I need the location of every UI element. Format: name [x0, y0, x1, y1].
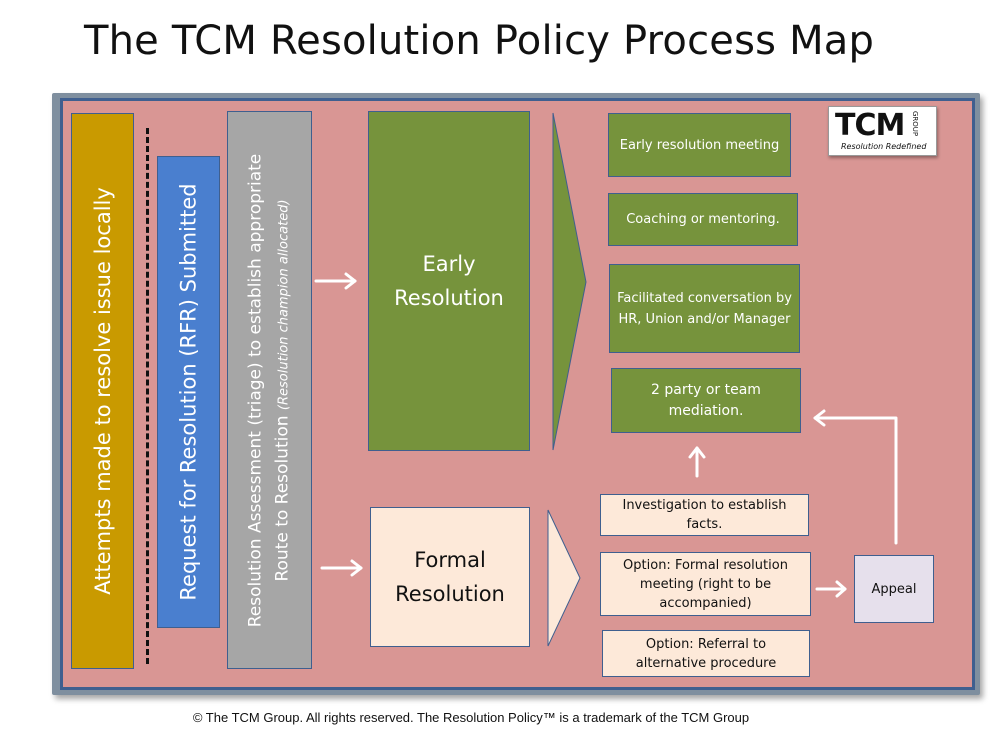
formal-resolution-label: Formal Resolution — [395, 548, 505, 606]
arrow-to-formal-head — [350, 559, 363, 577]
dashed-divider — [146, 128, 149, 664]
early-option-mediation: 2 party or team mediation. — [611, 368, 801, 433]
formal-option-investigation: Investigation to establish facts. — [600, 494, 809, 536]
resolution-assessment-column: Resolution Assessment (triage) to establ… — [227, 111, 312, 669]
logo-tagline: Resolution Redefined — [841, 142, 927, 151]
logo-mark: TCM — [835, 108, 905, 143]
appeal-box: Appeal — [854, 555, 934, 623]
early-option-facilitated-conversation: Facilitated conversation by HR, Union an… — [609, 264, 800, 353]
formal-chevron — [547, 509, 581, 647]
early-resolution-label: Early Resolution — [394, 252, 504, 310]
formal-option-resolution-meeting: Option: Formal resolution meeting (right… — [600, 552, 811, 616]
early-resolution-box: Early Resolution — [368, 111, 530, 451]
early-option-coaching: Coaching or mentoring. — [608, 193, 798, 246]
copyright-footer: © The TCM Group. All rights reserved. Th… — [192, 710, 750, 725]
local-attempts-column: Attempts made to resolve issue locally — [71, 113, 134, 669]
arrow-appeal-head — [813, 409, 826, 427]
formal-option-referral: Option: Referral to alternative procedur… — [602, 630, 810, 677]
arrow-to-appeal-head — [835, 580, 847, 598]
early-option-meeting: Early resolution meeting — [608, 113, 791, 177]
formal-resolution-box: Formal Resolution — [370, 507, 530, 647]
arrow-investigation-head — [688, 446, 706, 459]
tcm-logo: TCM GROUP Resolution Redefined — [828, 106, 937, 156]
arrow-appeal-to-mediation — [813, 416, 898, 545]
page-title: The TCM Resolution Policy Process Map — [84, 18, 875, 64]
rfr-submitted-column: Request for Resolution (RFR) Submitted — [157, 156, 220, 628]
arrow-to-early-head — [344, 272, 357, 290]
early-chevron — [552, 112, 587, 451]
